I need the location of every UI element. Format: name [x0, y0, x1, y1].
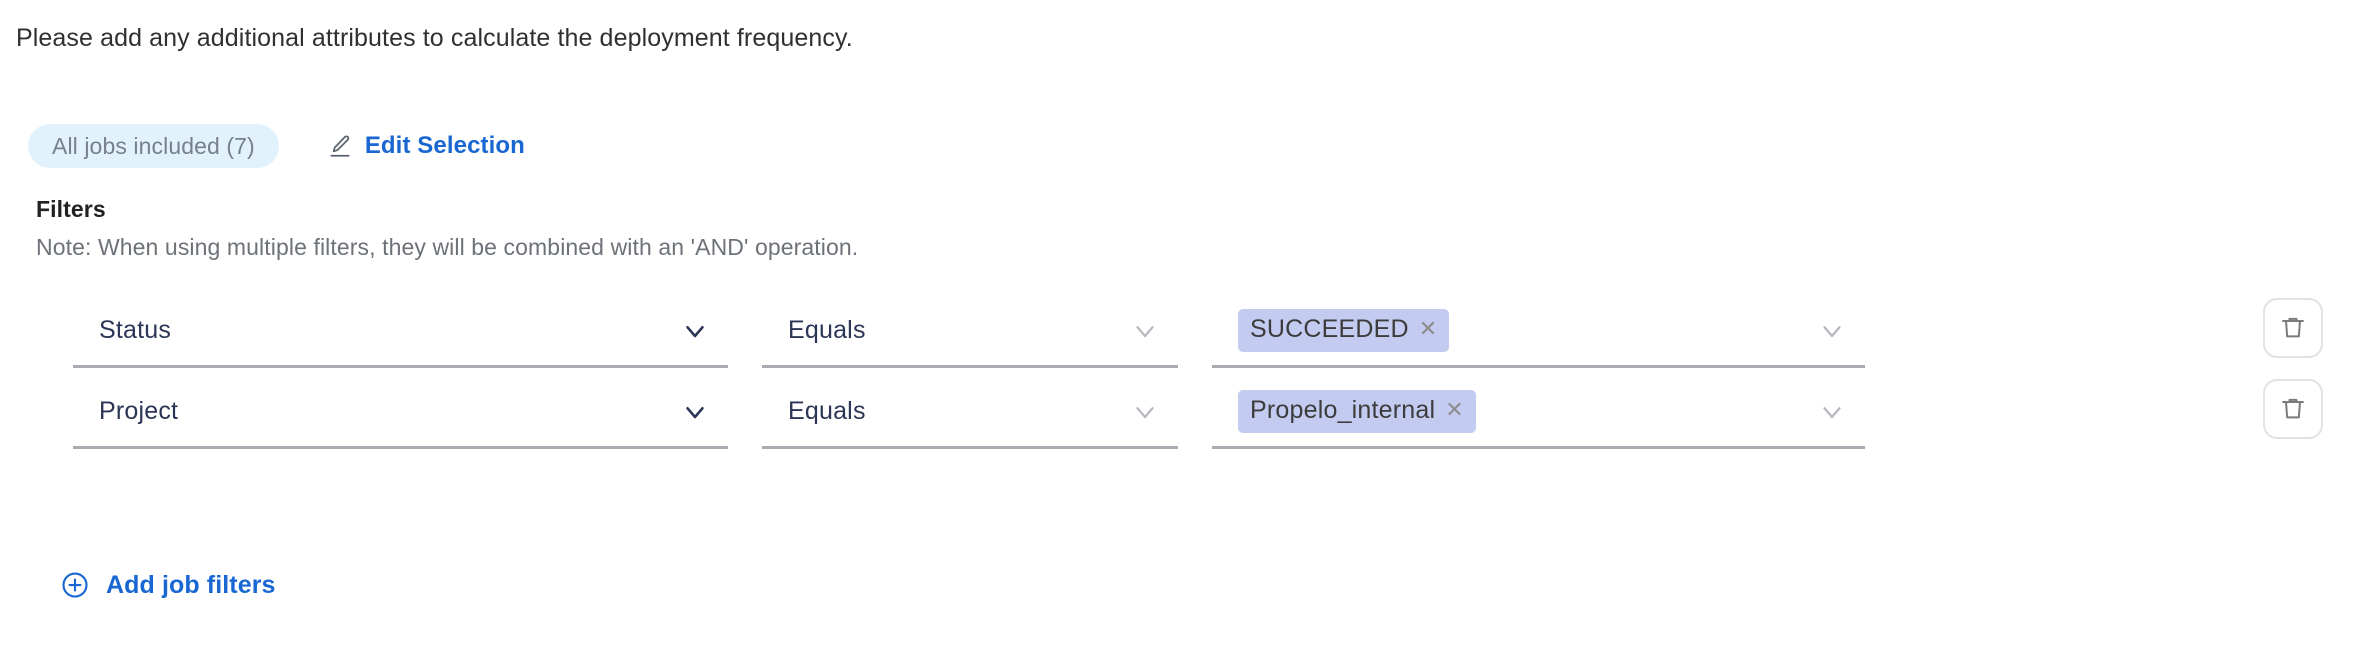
delete-filter-button[interactable] [2263, 298, 2323, 358]
job-selection-row: All jobs included (7) Edit Selection [28, 124, 525, 168]
filter-value-tag[interactable]: Propelo_internal ✕ [1238, 390, 1476, 433]
pencil-icon [327, 133, 353, 159]
close-icon[interactable]: ✕ [1418, 315, 1438, 341]
plus-circle-icon [60, 570, 90, 600]
edit-selection-button[interactable]: Edit Selection [327, 132, 525, 160]
filter-attribute-value: Status [99, 316, 172, 344]
close-icon[interactable]: ✕ [1445, 396, 1464, 422]
page-description: Please add any additional attributes to … [16, 24, 853, 52]
filter-value-select[interactable]: SUCCEEDED ✕ [1212, 296, 1865, 368]
filter-row: Status Equals SUCCEEDED ✕ [0, 296, 2376, 380]
filter-operator-select[interactable]: Equals [762, 296, 1178, 368]
filter-value-select[interactable]: Propelo_internal ✕ [1212, 377, 1865, 449]
filter-value-tag[interactable]: SUCCEEDED ✕ [1238, 309, 1450, 352]
filters-note: Note: When using multiple filters, they … [36, 234, 859, 260]
filter-row: Project Equals Propelo_internal ✕ [0, 377, 2376, 461]
filter-operator-select[interactable]: Equals [762, 377, 1178, 449]
filters-heading: Filters [36, 196, 106, 222]
filter-operator-value: Equals [788, 397, 866, 425]
filter-attribute-select[interactable]: Status [73, 296, 728, 368]
trash-icon [2279, 395, 2307, 423]
all-jobs-included-chip[interactable]: All jobs included (7) [28, 124, 279, 168]
delete-filter-button[interactable] [2263, 379, 2323, 439]
filter-attribute-value: Project [99, 397, 179, 425]
chevron-down-icon [1817, 316, 1847, 346]
trash-icon [2279, 314, 2307, 342]
filter-operator-value: Equals [788, 316, 866, 344]
chevron-down-icon [680, 316, 710, 346]
edit-selection-label: Edit Selection [364, 132, 525, 159]
chevron-down-icon [1817, 397, 1847, 427]
chevron-down-icon [1130, 316, 1160, 346]
add-job-filters-label: Add job filters [106, 570, 276, 599]
chevron-down-icon [1130, 397, 1160, 427]
add-job-filters-button[interactable]: Add job filters [60, 570, 276, 600]
filter-attribute-select[interactable]: Project [73, 377, 728, 449]
filter-value-tag-label: Propelo_internal [1250, 396, 1436, 424]
filter-value-tag-label: SUCCEEDED [1250, 315, 1409, 343]
chevron-down-icon [680, 397, 710, 427]
